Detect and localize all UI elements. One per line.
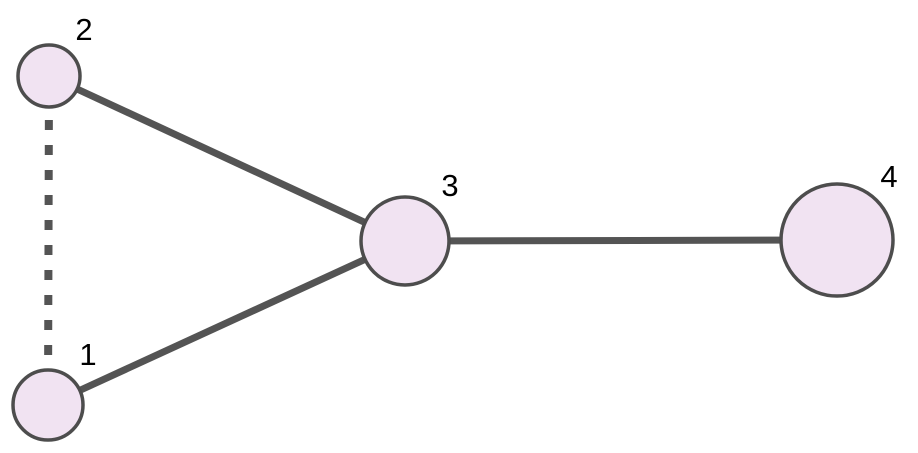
- edge-1-3: [46, 237, 407, 409]
- edge-2-3: [47, 72, 407, 245]
- node-3[interactable]: [359, 195, 451, 287]
- edge-3-4: [404, 236, 838, 245]
- node-2[interactable]: [16, 43, 82, 109]
- node-1[interactable]: [11, 368, 85, 442]
- node-label-3: 3: [441, 168, 458, 203]
- node-label-4: 4: [880, 159, 897, 194]
- edge-1-2-dashed: [44, 75, 53, 406]
- node-4[interactable]: [779, 182, 895, 298]
- node-label-2: 2: [75, 12, 92, 47]
- node-label-1: 1: [79, 337, 96, 372]
